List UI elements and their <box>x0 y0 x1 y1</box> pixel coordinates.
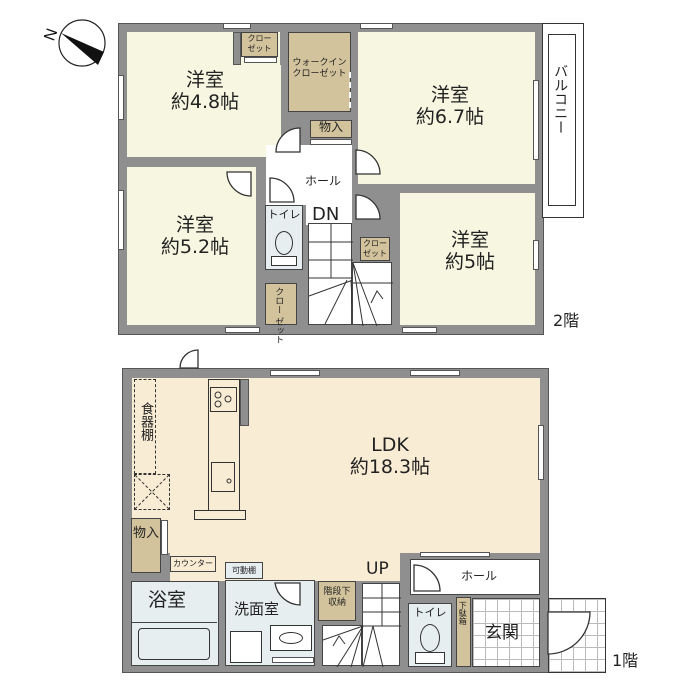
stairs-1f <box>362 583 401 668</box>
stairs-2f <box>308 223 354 325</box>
movable-shelf: 可動棚 <box>225 562 263 579</box>
storage-2f: 物入 <box>310 120 352 138</box>
balcony-label: バルコニー <box>552 64 569 134</box>
refrigerator-space <box>134 474 170 510</box>
hall-2f-label: ホール <box>305 174 342 188</box>
cupboard: 食器棚 <box>134 379 156 474</box>
closet-2f-a: クローゼット <box>241 32 278 57</box>
shoe-box: 下駄箱 <box>456 597 471 667</box>
entrance-porch <box>548 598 606 673</box>
floor2-label: 2階 <box>553 311 580 330</box>
stairs-up-label: UP <box>366 559 389 579</box>
bathroom: 浴室 <box>131 581 219 666</box>
room-5-label: 洋室約5帖 <box>444 229 496 273</box>
room-western-6-7 <box>358 32 535 184</box>
under-stairs-storage: 階段下収納 <box>318 581 356 621</box>
floor1-label: 1階 <box>612 651 639 670</box>
balcony: バルコニー <box>542 23 584 218</box>
hall-1f: ホール <box>410 559 540 595</box>
toilet-1f: トイレ <box>408 603 452 667</box>
walk-in-closet: ウォークインクローゼット <box>288 32 351 112</box>
svg-text:N: N <box>41 26 61 43</box>
wash-basin-icon <box>270 625 312 651</box>
stairs-down-label: DN <box>312 204 340 225</box>
counter: カウンター <box>170 556 216 572</box>
room-4-8-label: 洋室約4.8帖 <box>170 69 240 113</box>
washroom: 洗面室 <box>225 580 315 666</box>
room-5-2-label: 洋室約5.2帖 <box>160 214 230 258</box>
washing-machine-icon <box>230 631 262 663</box>
north-arrow-icon: N <box>41 19 106 67</box>
sink-icon <box>211 462 235 492</box>
closet-2f-c: クローゼット <box>360 237 390 261</box>
room-western-5 <box>400 193 535 325</box>
storage-1f: 物入 <box>131 518 161 573</box>
ldk <box>132 378 540 553</box>
stove-icon <box>210 387 237 412</box>
room-6-7-label: 洋室約6.7帖 <box>415 84 485 128</box>
toilet-2f: トイレ <box>265 205 303 270</box>
compass: N <box>40 18 110 70</box>
entrance: 玄関 <box>472 598 540 667</box>
closet-2f-b: クロー ゼット <box>265 283 297 344</box>
bathtub-icon <box>138 628 210 660</box>
